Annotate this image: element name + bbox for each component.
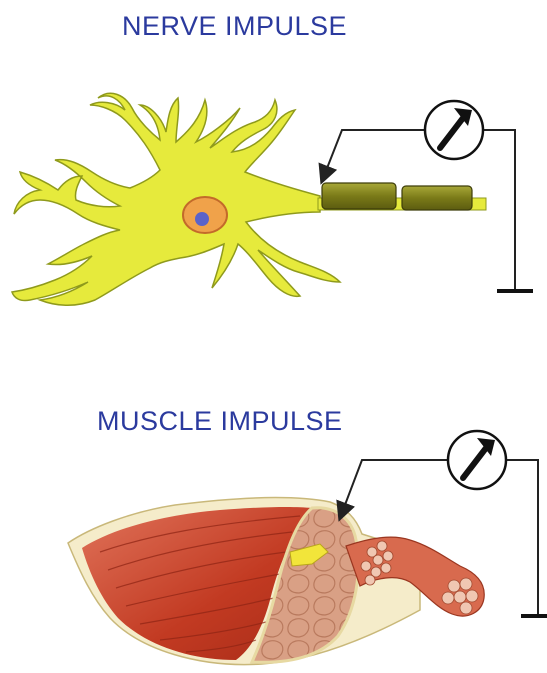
muscle-ground-wire — [506, 460, 538, 614]
meter-icon — [448, 431, 506, 489]
neuron — [12, 93, 486, 305]
nerve-probe-wire — [322, 130, 425, 181]
nerve-ground-wire — [483, 130, 515, 290]
myelin-sheath-2 — [402, 186, 472, 210]
muscle-probe-wire — [340, 460, 448, 518]
meter-icon — [425, 101, 483, 159]
muscle — [68, 498, 484, 665]
neuron-cell-body — [12, 93, 340, 305]
myelin-sheath-1 — [322, 183, 396, 209]
nucleolus — [195, 212, 209, 226]
